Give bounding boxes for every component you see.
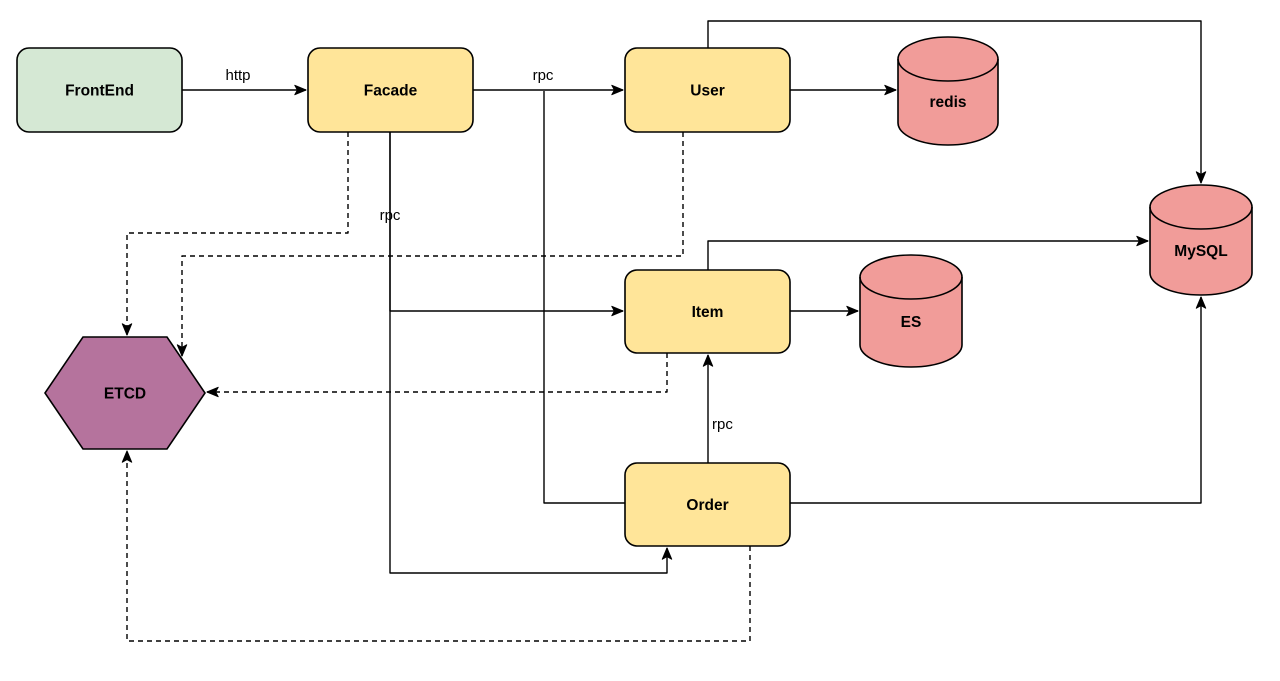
edge-order-user <box>543 91 625 504</box>
edge-labels-layer: http rpc rpc rpc <box>222 64 733 434</box>
node-label-frontend: FrontEnd <box>65 83 134 100</box>
node-redis: redis <box>897 36 999 146</box>
node-es: ES <box>859 254 963 368</box>
etcd-shape <box>44 336 206 450</box>
redis-cylinder-rim <box>897 58 999 82</box>
node-frontend: FrontEnd <box>16 47 183 133</box>
edge-facade-order <box>389 132 673 574</box>
frontend-shape <box>16 47 183 133</box>
node-order: Order <box>624 462 791 547</box>
edge-facade-item <box>389 132 624 317</box>
mysql-shape <box>1149 184 1253 296</box>
node-facade: Facade <box>307 47 474 133</box>
user-shape <box>624 47 791 133</box>
edge-label-frontend-facade: http <box>225 67 250 84</box>
node-label-item: Item <box>692 304 724 321</box>
es-shape <box>859 254 963 368</box>
node-label-redis: redis <box>929 94 966 111</box>
es-cylinder-rim <box>859 276 963 300</box>
edge-item-mysql <box>707 235 1149 270</box>
mysql-cylinder-rim <box>1149 206 1253 230</box>
node-user: User <box>624 47 791 133</box>
node-label-facade: Facade <box>364 83 418 100</box>
node-item: Item <box>624 269 791 354</box>
order-shape <box>624 462 791 547</box>
node-label-etcd: ETCD <box>104 386 146 403</box>
edge-facade-etcd <box>121 132 349 336</box>
edge-user-etcd <box>176 132 684 357</box>
edge-label-order-item: rpc <box>712 416 733 433</box>
edges-layer <box>121 20 1207 642</box>
node-etcd: ETCD <box>44 336 206 450</box>
facade-shape <box>307 47 474 133</box>
edge-label-facade-user: rpc <box>533 67 554 84</box>
node-mysql: MySQL <box>1149 184 1253 296</box>
node-label-user: User <box>690 83 724 100</box>
edge-label-facade-item: rpc <box>380 207 401 224</box>
edge-user-mysql <box>707 20 1207 184</box>
node-label-es: ES <box>901 314 922 331</box>
edge-item-etcd <box>206 353 668 398</box>
edge-order-etcd <box>121 450 751 642</box>
node-label-mysql: MySQL <box>1174 243 1227 260</box>
node-label-order: Order <box>686 497 728 514</box>
item-shape <box>624 269 791 354</box>
edge-order-mysql <box>790 296 1207 504</box>
redis-shape <box>897 36 999 146</box>
